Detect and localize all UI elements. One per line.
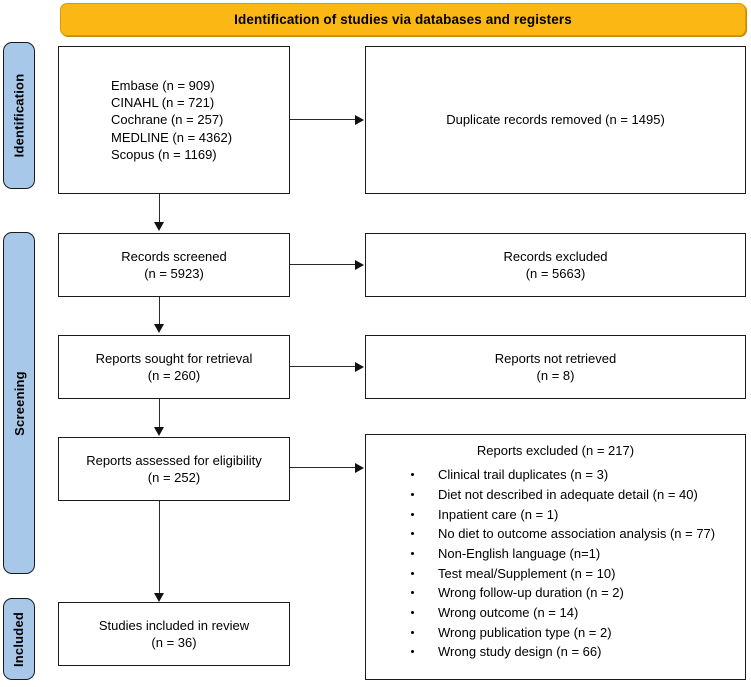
connector-assessed-to-included	[159, 501, 161, 594]
header-banner: Identification of studies via databases …	[60, 3, 746, 36]
reports-not-retrieved-line-1: Reports not retrieved	[494, 350, 617, 366]
studies-included-line-1: Studies included in review	[98, 617, 250, 633]
reports-assessed-line-2: (n = 252)	[147, 470, 201, 485]
header-banner-title: Identification of studies via databases …	[234, 12, 572, 27]
reports-excluded-reason-list: Clinical trail duplicates (n = 3) Diet n…	[366, 465, 745, 662]
connector-screened-to-excluded	[290, 264, 356, 266]
databases-line-3: Cochrane (n = 257)	[111, 112, 224, 128]
databases-line-2: CINAHL (n = 721)	[111, 95, 215, 111]
box-reports-not-retrieved: Reports not retrieved (n = 8)	[365, 335, 746, 399]
arrowhead-sought-to-not-retrieved	[355, 361, 364, 372]
list-item: Test meal/Supplement (n = 10)	[411, 564, 745, 584]
box-reports-sought: Reports sought for retrieval (n = 260)	[58, 335, 290, 399]
list-item: No diet to outcome association analysis …	[411, 524, 745, 544]
records-screened-line-1: Records screened	[121, 248, 227, 264]
reports-excluded-title: Reports excluded (n = 217)	[476, 443, 635, 458]
arrowhead-databases-to-duplicates	[355, 114, 364, 125]
databases-line-4: MEDLINE (n = 4362)	[111, 129, 233, 145]
connector-screened-to-sought	[159, 297, 161, 325]
connector-sought-to-not-retrieved	[290, 366, 356, 368]
list-item: Wrong outcome (n = 14)	[411, 603, 745, 623]
list-item: Wrong study design (n = 66)	[411, 642, 745, 662]
reports-sought-line-2: (n = 260)	[147, 368, 201, 383]
box-records-screened: Records screened (n = 5923)	[58, 233, 290, 297]
records-excluded-line-1: Records excluded	[503, 248, 608, 264]
studies-included-line-2: (n = 36)	[151, 635, 197, 650]
databases-line-5: Scopus (n = 1169)	[111, 146, 217, 162]
stage-label-identification: Identification	[3, 42, 35, 189]
arrowhead-sought-to-assessed	[154, 427, 164, 436]
records-screened-line-2: (n = 5923)	[144, 266, 204, 281]
connector-databases-to-duplicates	[290, 119, 356, 121]
box-reports-excluded: Reports excluded (n = 217) Clinical trai…	[365, 434, 746, 680]
stage-label-included-text: Included	[11, 611, 27, 667]
reports-assessed-line-1: Reports assessed for eligibility	[86, 452, 262, 468]
list-item: Inpatient care (n = 1)	[411, 505, 745, 525]
reports-sought-line-1: Reports sought for retrieval	[95, 350, 253, 366]
stage-label-included: Included	[3, 598, 35, 680]
arrowhead-assessed-to-included	[154, 593, 164, 602]
stage-label-screening-text: Screening	[11, 370, 27, 436]
stage-label-screening: Screening	[3, 232, 35, 574]
box-studies-included: Studies included in review (n = 36)	[58, 602, 290, 666]
connector-sought-to-assessed	[159, 399, 161, 428]
list-item: Clinical trail duplicates (n = 3)	[411, 465, 745, 485]
stage-label-identification-text: Identification	[11, 73, 27, 158]
list-item: Non-English language (n=1)	[411, 544, 745, 564]
connector-assessed-to-excluded	[290, 467, 356, 469]
connector-databases-to-screened	[159, 194, 161, 223]
duplicates-removed-text: Duplicate records removed (n = 1495)	[446, 112, 665, 128]
box-records-excluded: Records excluded (n = 5663)	[365, 233, 746, 297]
box-duplicates-removed: Duplicate records removed (n = 1495)	[365, 46, 746, 194]
databases-line-1: Embase (n = 909)	[111, 78, 215, 94]
arrowhead-screened-to-sought	[154, 324, 164, 333]
arrowhead-databases-to-screened	[154, 222, 164, 231]
box-reports-assessed: Reports assessed for eligibility (n = 25…	[58, 437, 290, 501]
list-item: Diet not described in adequate detail (n…	[411, 485, 745, 505]
arrowhead-screened-to-excluded	[355, 259, 364, 270]
reports-not-retrieved-line-2: (n = 8)	[536, 368, 575, 383]
arrowhead-assessed-to-excluded	[355, 462, 364, 473]
records-excluded-line-2: (n = 5663)	[525, 266, 586, 281]
list-item: Wrong follow-up duration (n = 2)	[411, 583, 745, 603]
box-databases: Embase (n = 909) CINAHL (n = 721) Cochra…	[58, 46, 290, 194]
list-item: Wrong publication type (n = 2)	[411, 623, 745, 643]
